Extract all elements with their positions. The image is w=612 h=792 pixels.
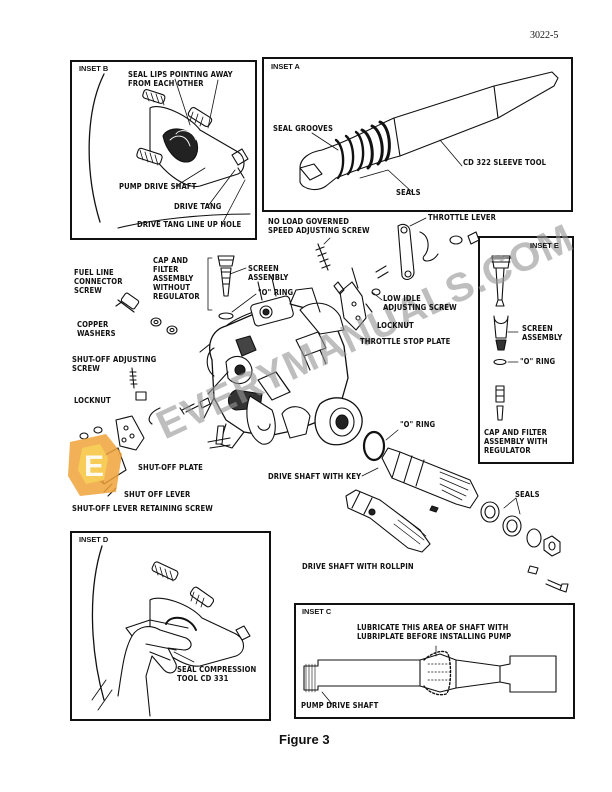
inset-c-box — [294, 603, 575, 719]
inset-d-drawing — [91, 545, 251, 717]
label-drive-shaft-with-key: DRIVE SHAFT WITH KEY — [268, 472, 362, 481]
label-assembly-e: ASSEMBLY — [522, 333, 563, 342]
inset-a-title: INSET A — [271, 62, 300, 71]
label-regulator: REGULATOR — [153, 292, 200, 301]
label-seals-a: SEALS — [396, 188, 421, 197]
label-o-ring-e: "O" RING — [520, 357, 556, 366]
label-drive-tang: DRIVE TANG — [174, 202, 222, 211]
label-tool-cd331: TOOL CD 331 — [177, 674, 229, 683]
label-low-idle: LOW IDLE — [383, 294, 421, 303]
label-screen: SCREEN — [248, 264, 279, 273]
inset-c-drawing — [303, 645, 557, 705]
label-lubricate-2: LUBRIPLATE BEFORE INSTALLING PUMP — [357, 632, 512, 641]
label-pump-drive-shaft-c: PUMP DRIVE SHAFT — [301, 701, 379, 710]
drive-shaft-with-key — [361, 447, 479, 513]
label-no-load-1: NO LOAD GOVERNED — [268, 217, 350, 226]
label-seals-main: SEALS — [515, 490, 540, 499]
label-fuel-screw: SCREW — [74, 286, 102, 295]
label-copper: COPPER — [77, 320, 109, 329]
label-o-ring-lower: "O" RING — [400, 420, 436, 429]
svg-text:E: E — [84, 450, 104, 483]
label-washers: WASHERS — [77, 329, 116, 338]
label-shut-off-lever: SHUT OFF LEVER — [124, 490, 191, 499]
label-cap-and: CAP AND — [153, 256, 189, 265]
inset-c-title: INSET C — [302, 607, 332, 616]
inset-d-title: INSET D — [79, 535, 109, 544]
figure-caption: Figure 3 — [279, 732, 330, 747]
label-drive-shaft-with-rollpin: DRIVE SHAFT WITH ROLLPIN — [302, 562, 414, 571]
label-pump-drive-shaft-b: PUMP DRIVE SHAFT — [119, 182, 197, 191]
inset-a-box — [262, 57, 573, 212]
everymanuals-logo-icon: E — [68, 434, 122, 496]
label-without: WITHOUT — [153, 283, 191, 292]
label-cap-filter-e: CAP AND FILTER — [484, 428, 548, 437]
seals-and-nut — [480, 497, 569, 593]
label-filter: FILTER — [153, 265, 179, 274]
injection-pump-body — [199, 277, 363, 449]
label-throttle-lever: THROTTLE LEVER — [428, 213, 496, 222]
inset-e-drawing — [490, 255, 519, 421]
label-fuel-line: FUEL LINE — [74, 268, 114, 277]
label-lubricate-1: LUBRICATE THIS AREA OF SHAFT WITH — [357, 623, 509, 632]
label-drive-tang-line-up-hole: DRIVE TANG LINE UP HOLE — [137, 220, 242, 229]
label-connector: CONNECTOR — [74, 277, 123, 286]
label-shutoff-plate: SHUT-OFF PLATE — [138, 463, 203, 472]
label-cd322-sleeve-tool: CD 322 SLEEVE TOOL — [463, 158, 547, 167]
inset-b-drawing — [88, 73, 251, 229]
inset-e-title: INSET E — [530, 241, 559, 250]
label-throttle-stop-plate: THROTTLE STOP PLATE — [360, 337, 451, 346]
inset-e-box — [478, 236, 574, 464]
page-number: 3022-5 — [530, 30, 559, 41]
label-lever-retaining-screw: SHUT-OFF LEVER RETAINING SCREW — [72, 504, 213, 513]
label-o-ring-upper: "O" RING — [258, 288, 294, 297]
label-locknut-right: LOCKNUT — [377, 321, 414, 330]
drive-shaft-with-rollpin — [345, 489, 431, 553]
label-from-each-other: FROM EACH OTHER — [128, 79, 204, 88]
inset-b-box — [70, 60, 257, 240]
label-seal-lips: SEAL LIPS POINTING AWAY — [128, 70, 233, 79]
label-assembly: ASSEMBLY — [153, 274, 194, 283]
inset-d-box — [70, 531, 271, 721]
label-locknut-left: LOCKNUT — [74, 396, 111, 405]
label-assembly-with-e: ASSEMBLY WITH — [484, 437, 548, 446]
label-screen-e: SCREEN — [522, 324, 553, 333]
label-shutoff-adjusting-screw: SCREW — [72, 364, 100, 373]
label-low-idle-screw: ADJUSTING SCREW — [383, 303, 457, 312]
label-no-load-2: SPEED ADJUSTING SCREW — [268, 226, 370, 235]
label-seal-compression: SEAL COMPRESSION — [177, 665, 257, 674]
label-shutoff-adjusting: SHUT-OFF ADJUSTING — [72, 355, 157, 364]
inset-b-title: INSET B — [79, 64, 109, 73]
label-regulator-e: REGULATOR — [484, 446, 531, 455]
label-screen-assembly: ASSEMBLY — [248, 273, 289, 282]
inset-a-drawing — [299, 71, 559, 193]
label-seal-grooves: SEAL GROOVES — [273, 124, 333, 133]
